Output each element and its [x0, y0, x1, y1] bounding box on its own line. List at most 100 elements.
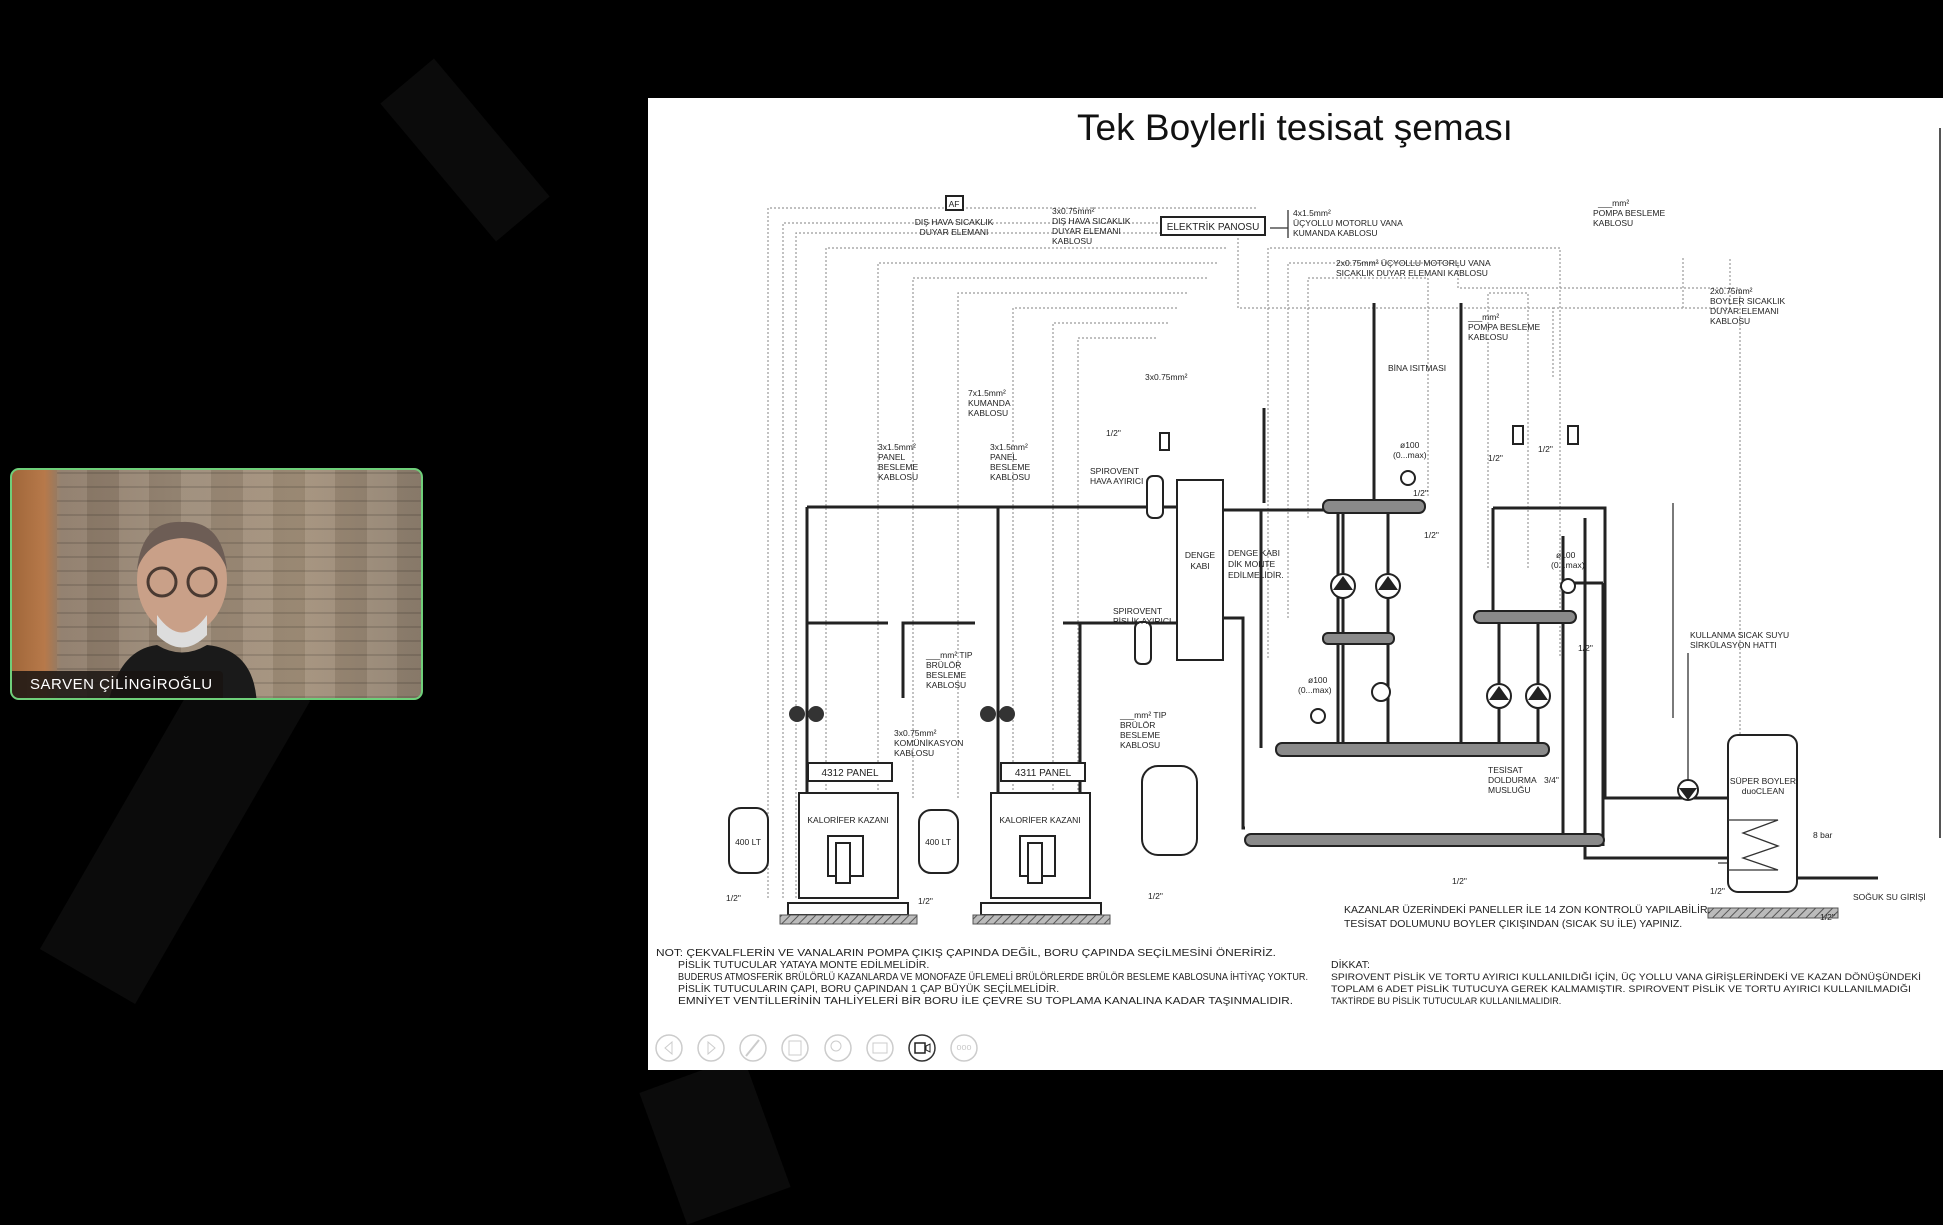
- label: KUMANDA: [968, 398, 1011, 408]
- label: ÜÇYOLLU MOTORLU VANA: [1293, 218, 1403, 228]
- schematic-diagram: Tek Boylerli tesisat şeması AF DIŞ HAVA …: [655, 107, 1941, 1062]
- note-line: TOPLAM 6 ADET PİSLİK TUTUCUYA GEREK KALM…: [1331, 984, 1911, 994]
- label: DUYAR ELEMANI: [1710, 306, 1779, 316]
- note-line: KAZANLAR ÜZERİNDEKİ PANELLER İLE 14 ZON …: [1344, 903, 1710, 916]
- previous-slide-button[interactable]: [655, 1034, 683, 1062]
- circulation-pumps: [1330, 573, 1551, 709]
- note-line: SPIROVENT PİSLİK VE TORTU AYIRICI KULLAN…: [1331, 972, 1921, 982]
- label: 1/2": [1106, 428, 1121, 438]
- label: DIŞ HAVA SICAKLIK: [915, 217, 994, 227]
- label: ___mm²: [1597, 198, 1629, 208]
- label: BRÜLÖR: [926, 660, 961, 670]
- camera-icon: [914, 1042, 926, 1054]
- participant-video-tile[interactable]: SARVEN ÇİLİNGİROĞLU: [10, 468, 423, 700]
- participant-name: SARVEN ÇİLİNGİROĞLU: [12, 671, 223, 698]
- cable-label-outdoor-sensor: 3x0.75mm² DIŞ HAVA SICAKLIK DUYAR ELEMAN…: [1052, 206, 1131, 246]
- label: KABLOSU: [878, 472, 918, 482]
- expansion-tank-large: [1141, 765, 1198, 856]
- background-decoration: [380, 58, 550, 242]
- zoom-button[interactable]: [824, 1034, 852, 1062]
- chevron-left-icon: [664, 1040, 673, 1056]
- label: KABLOSU: [1052, 236, 1092, 246]
- boiler-1: 4312 PANEL KALORİFER KAZANI 400 LT 1/2": [726, 762, 918, 925]
- label: KABLOSU: [1593, 218, 1633, 228]
- label: SOĞUK SU GİRİŞİ: [1853, 892, 1926, 902]
- background-decoration: [639, 1055, 791, 1225]
- camera-button[interactable]: [908, 1034, 936, 1062]
- label: ø100: [1556, 550, 1576, 560]
- label: PİSLİK AYIRICI: [1113, 616, 1171, 626]
- note-line: BUDERUS ATMOSFERİK BRÜLÖRLÜ KAZANLARDA V…: [678, 970, 1308, 983]
- label: (0...max): [1393, 450, 1427, 460]
- af-sensor-box: [945, 195, 964, 211]
- label: 3x1.5mm²: [878, 442, 916, 452]
- label: 1/2": [1710, 886, 1725, 896]
- label: KABLOSU: [1468, 332, 1508, 342]
- label: 1/2": [1538, 444, 1553, 454]
- label: KABLOSU: [968, 408, 1008, 418]
- label: 1/2": [1488, 453, 1503, 463]
- label: POMPA BESLEME: [1468, 322, 1540, 332]
- label: 2x0.75mm² ÜÇYOLLU MOTORLU VANA: [1336, 258, 1491, 268]
- label: 1/2": [1413, 488, 1428, 498]
- label: 2x0.75mm²: [1710, 286, 1753, 296]
- electric-panel-box: [1160, 216, 1266, 236]
- label: 1/2": [918, 896, 933, 906]
- expansion-vessel-small: [1512, 425, 1524, 445]
- slide-sorter-button[interactable]: [781, 1034, 809, 1062]
- label: DENGE KABI: [1228, 548, 1280, 558]
- label: 3x0.75mm²: [1145, 372, 1188, 382]
- label: KABLOSU: [926, 680, 966, 690]
- note-line: TESİSAT DOLUMUNU BOYLER ÇIKIŞINDAN (SICA…: [1344, 917, 1682, 930]
- note-line: EMNİYET VENTİLLERİNİN TAHLİYELERİ BİR BO…: [678, 994, 1293, 1007]
- label: DUYAR ELEMANI: [1052, 226, 1121, 236]
- notes-right: DİKKAT: SPIROVENT PİSLİK VE TORTU AYIRIC…: [1331, 958, 1921, 1006]
- label: duoCLEAN: [1742, 786, 1785, 796]
- electric-panel-label: ELEKTRİK PANOSU: [1167, 220, 1260, 233]
- label: DUYAR ELEMANI: [920, 227, 989, 237]
- note-line: NOT: ÇEKVALFLERİN VE VANALARIN POMPA ÇIK…: [656, 946, 1276, 959]
- notes-mid: KAZANLAR ÜZERİNDEKİ PANELLER İLE 14 ZON …: [1344, 903, 1710, 930]
- label: KABI: [1190, 561, 1209, 571]
- label: BESLEME: [990, 462, 1030, 472]
- label: POMPA BESLEME: [1593, 208, 1665, 218]
- label: 3x1.5mm²: [990, 442, 1028, 452]
- label: SPIROVENT: [1113, 606, 1162, 616]
- expansion-vessel-small: [1159, 432, 1170, 451]
- label: DENGE: [1185, 550, 1216, 560]
- boiler-panel-label: 4312 PANEL: [821, 768, 879, 779]
- label: PANEL: [990, 452, 1018, 462]
- label: (0...max): [1551, 560, 1585, 570]
- label: ___mm² TIP: [1119, 710, 1167, 720]
- slides-icon: [788, 1040, 802, 1056]
- label: DIŞ HAVA SICAKLIK: [1052, 216, 1131, 226]
- label: 1/2": [1578, 643, 1593, 653]
- note-line: TAKTİRDE BU PİSLİK TUTUCULAR KULLANILMAL…: [1331, 996, 1561, 1006]
- dirt-separator: [1134, 621, 1152, 665]
- control-cables: [767, 207, 1741, 898]
- panel-supply-label-2: 3x1.5mm² PANEL BESLEME KABLOSU: [990, 442, 1030, 482]
- label: SPIROVENT: [1090, 466, 1139, 476]
- air-separator: [1146, 475, 1164, 519]
- pen-button[interactable]: [739, 1034, 767, 1062]
- label: KABLOSU: [1710, 316, 1750, 326]
- boiler-2: 4311 PANEL KALORİFER KAZANI 400 LT 1/2": [918, 762, 1111, 925]
- shared-slide: Tek Boylerli tesisat şeması AF DIŞ HAVA …: [648, 98, 1943, 1070]
- label: BİNA ISITMASI: [1388, 363, 1446, 373]
- boiler-panel-label: 4311 PANEL: [1015, 768, 1072, 779]
- label: 7x1.5mm²: [968, 388, 1006, 398]
- slide-title: Tek Boylerli tesisat şeması: [1077, 107, 1513, 148]
- label: KUMANDA KABLOSU: [1293, 228, 1378, 238]
- label: (0...max): [1298, 685, 1332, 695]
- label: KABLOSU: [1120, 740, 1160, 750]
- subtitles-button[interactable]: [866, 1034, 894, 1062]
- collectors: [1244, 499, 1605, 847]
- next-slide-button[interactable]: [697, 1034, 725, 1062]
- label: KULLANMA SICAK SUYU: [1690, 630, 1789, 640]
- label: ø100: [1308, 675, 1328, 685]
- label: HAVA AYIRICI: [1090, 476, 1143, 486]
- label: KOMÜNİKASYON: [894, 738, 963, 748]
- panel-supply-label-1: 3x1.5mm² PANEL BESLEME KABLOSU: [878, 442, 918, 482]
- tank-label: 400 LT: [925, 837, 951, 847]
- more-button[interactable]: ooo: [950, 1034, 978, 1062]
